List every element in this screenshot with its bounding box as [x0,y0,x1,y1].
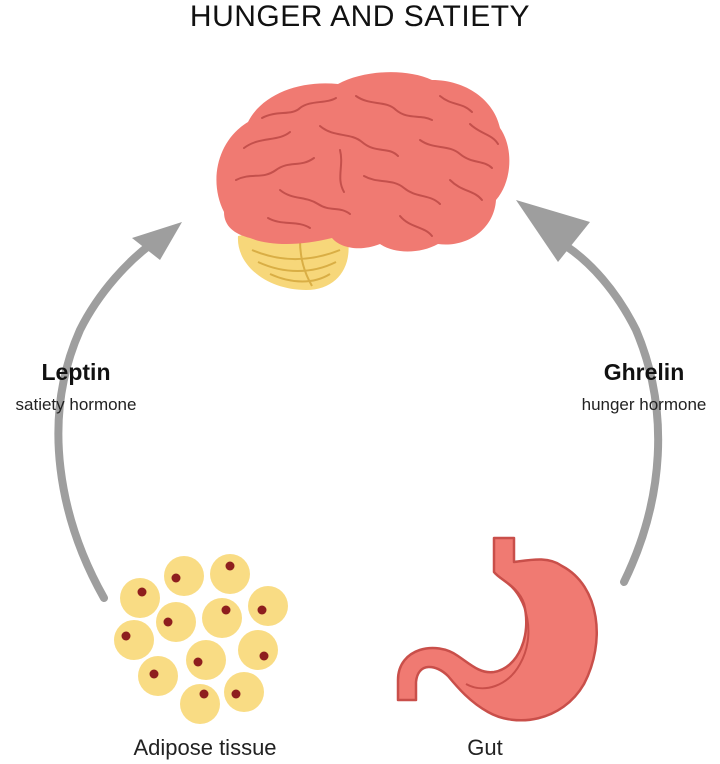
adipose-tissue-label: Adipose tissue [133,735,277,760]
fat-cell [180,684,220,724]
fat-cell [210,554,250,594]
ghrelin-arrow [516,200,663,586]
fat-cell [238,630,278,670]
fat-cell [202,598,242,638]
gut-label: Gut [467,735,503,760]
fat-cell [114,620,154,660]
fat-cell [164,556,204,596]
ghrelin-description: hunger hormone [581,395,707,414]
leptin-label-group: Leptin satiety hormone [0,358,176,418]
cerebellum-icon [237,232,349,290]
ghrelin-name: Ghrelin [603,359,685,385]
leptin-description: satiety hormone [15,395,137,414]
leptin-arrowhead [132,222,182,260]
brain-folds [235,95,499,237]
fat-cell [120,578,160,618]
adipose-tissue-icon [114,554,288,724]
fat-cell [138,656,178,696]
fat-cell [186,640,226,680]
brain-icon [216,72,510,290]
fat-cell [248,586,288,626]
ghrelin-label-group: Ghrelin hunger hormone [544,358,720,418]
ghrelin-arrowhead [516,200,590,262]
fat-cell [156,602,196,642]
leptin-name: Leptin [41,359,111,385]
cerebrum-icon [216,72,510,252]
leptin-arrow [54,222,182,602]
fat-cell [224,672,264,712]
diagram-title: HUNGER AND SATIETY [189,0,531,33]
stomach-icon [396,536,598,722]
